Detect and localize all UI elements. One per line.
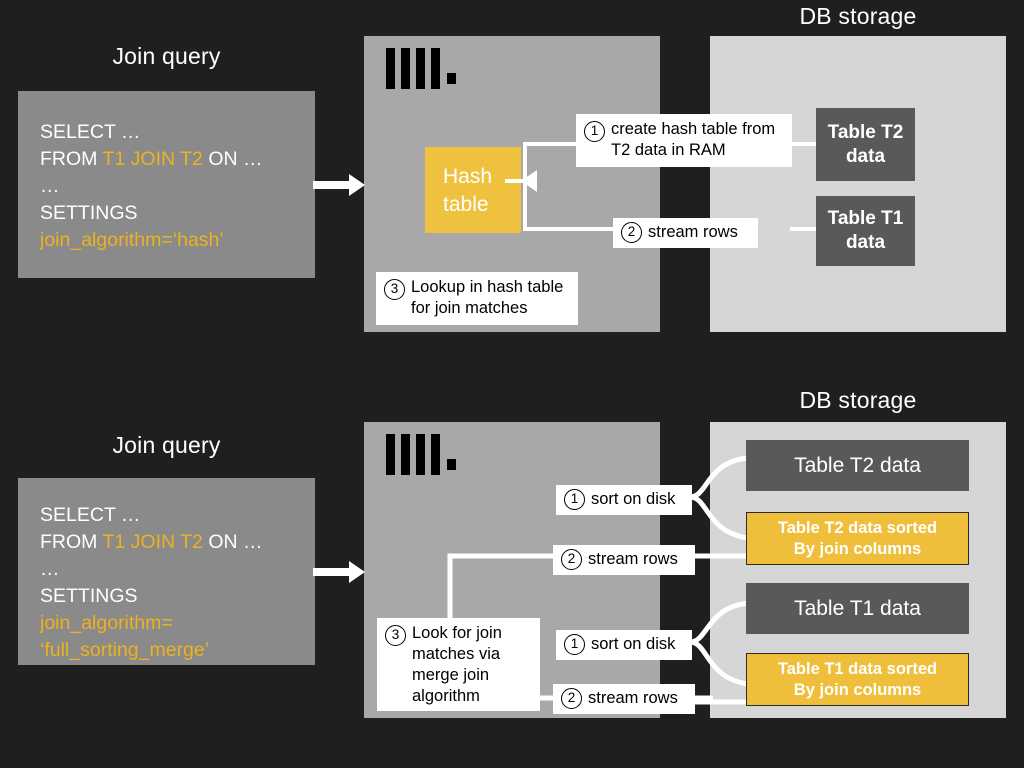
callout-sort-on-disk-t2: 1 sort on disk: [556, 485, 692, 515]
sql-join-tables: T1 JOIN T2: [102, 531, 203, 553]
callout-stream-rows-top: 2 stream rows: [613, 218, 758, 248]
sql-on: ON …: [202, 531, 263, 553]
sql-on: ON …: [202, 148, 263, 170]
hash-table-label-line2: table: [443, 193, 489, 216]
table-t2-data-sorted: Table T2 data sorted By join columns: [746, 512, 969, 565]
query-to-engine-arrow-top: [313, 174, 365, 196]
merge-join-connectors: [687, 455, 751, 705]
callout-number: 1: [584, 120, 605, 142]
table-label: Table T1 data: [794, 596, 921, 620]
sql-line-3: …: [40, 558, 60, 580]
db-storage-heading-bottom: DB storage: [799, 387, 917, 413]
callout-lookup-hash-table: 3 Lookup in hash table for join matches: [376, 272, 578, 325]
query-sql-bottom: SELECT … FROM T1 JOIN T2 ON … … SETTINGS…: [40, 502, 263, 664]
callout-text: create hash table from T2 data in RAM: [611, 120, 776, 159]
callout-number: 3: [385, 624, 406, 646]
db-storage-heading-top: DB storage: [799, 3, 917, 29]
join-query-heading-top: Join query: [112, 43, 221, 69]
join-query-heading-bottom: Join query: [112, 432, 221, 458]
query-box-bottom: SELECT … FROM T1 JOIN T2 ON … … SETTINGS…: [18, 478, 315, 665]
callout-text: stream rows: [588, 689, 678, 707]
table-label-line2: data: [845, 232, 886, 253]
sql-join-tables: T1 JOIN T2: [102, 148, 203, 170]
sql-line-6: ‘full_sorting_merge’: [40, 639, 210, 661]
table-label-line1: Table T1: [827, 208, 904, 229]
sql-line-3: …: [40, 175, 60, 197]
sql-line-5: join_algorithm=‘hash’: [40, 229, 224, 251]
callout-number: 1: [564, 489, 585, 510]
sql-line-1: SELECT …: [40, 504, 141, 526]
callout-text: Lookup in hash table for join matches: [411, 278, 564, 317]
callout-number: 2: [561, 549, 582, 570]
sql-line-2: FROM T1 JOIN T2 ON …: [40, 146, 263, 173]
callout-number: 3: [384, 278, 405, 300]
table-label-line1: Table T2 data sorted: [777, 518, 938, 537]
db-storage-box-top: [710, 36, 1006, 332]
sql-line-5: join_algorithm=: [40, 612, 173, 634]
table-label: Table T2 data: [794, 453, 921, 477]
hash-table-box: Hash table: [425, 147, 521, 233]
callout-text: sort on disk: [591, 635, 676, 653]
sql-line-4: SETTINGS: [40, 585, 138, 607]
sql-line-2: FROM T1 JOIN T2 ON …: [40, 529, 263, 556]
hash-table-label-line1: Hash: [443, 165, 493, 188]
sql-from: FROM: [40, 148, 103, 170]
table-t2-data-top: Table T2 data: [816, 108, 915, 181]
table-label-line2: By join columns: [793, 539, 922, 558]
table-label-line2: data: [845, 145, 886, 167]
table-t1-data-bottom: Table T1 data: [746, 583, 969, 634]
sql-line-4: SETTINGS: [40, 202, 138, 224]
hash-table-inbound-arrowhead: [521, 170, 537, 192]
callout-number: 2: [621, 222, 642, 243]
query-sql-top: SELECT … FROM T1 JOIN T2 ON … … SETTINGS…: [40, 119, 263, 254]
table-t1-data-sorted: Table T1 data sorted By join columns: [746, 653, 969, 706]
clickhouse-logo-icon: [386, 48, 456, 92]
clickhouse-logo-icon: [386, 434, 456, 478]
table-t1-data-top: Table T1 data: [816, 196, 915, 266]
table-label-line2: By join columns: [793, 680, 922, 699]
query-box-top: SELECT … FROM T1 JOIN T2 ON … … SETTINGS…: [18, 91, 315, 278]
sql-from: FROM: [40, 531, 103, 553]
callout-text: stream rows: [648, 223, 738, 241]
callout-number: 2: [561, 688, 582, 709]
callout-create-hash-table: 1 create hash table from T2 data in RAM: [576, 114, 792, 167]
table-label-line1: Table T2: [827, 121, 904, 143]
callout-text: sort on disk: [591, 490, 676, 508]
callout-stream-rows-t2: 2 stream rows: [553, 545, 695, 575]
table-label-line1: Table T1 data sorted: [777, 659, 938, 678]
callout-sort-on-disk-t1: 1 sort on disk: [556, 630, 692, 660]
sql-line-1: SELECT …: [40, 121, 141, 143]
callout-number: 1: [564, 634, 585, 655]
callout-text: Look for join matches via merge join alg…: [412, 624, 502, 705]
callout-text: stream rows: [588, 550, 678, 568]
query-to-engine-arrow-bottom: [313, 561, 365, 583]
callout-stream-rows-t1: 2 stream rows: [553, 684, 695, 714]
callout-merge-join-matches: 3 Look for join matches via merge join a…: [377, 618, 540, 711]
table-t2-data-bottom: Table T2 data: [746, 440, 969, 491]
